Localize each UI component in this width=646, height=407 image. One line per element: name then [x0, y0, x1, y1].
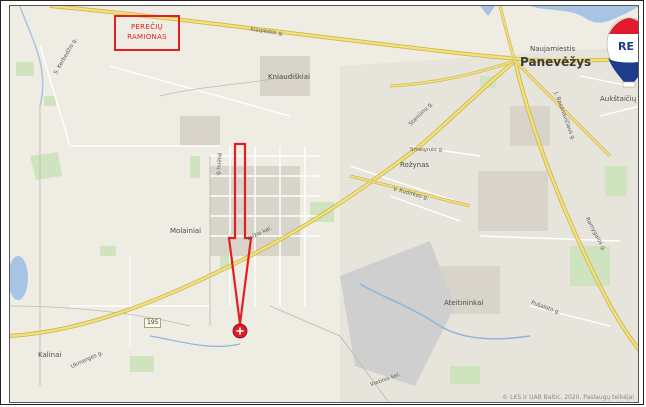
- map-canvas[interactable]: PEREČIŲ RAMIONAS Panevėžys Naujamiestis …: [9, 5, 639, 403]
- secondary-roads: [10, 75, 390, 402]
- district-label: Kalinai: [38, 351, 62, 359]
- map-graphics: [10, 6, 638, 402]
- area-label-line-1: PEREČIŲ: [130, 23, 164, 31]
- location-arrow: [227, 142, 253, 325]
- street-label: Smėlynės g.: [410, 147, 444, 153]
- industrial-area: [340, 241, 455, 386]
- location-marker-icon[interactable]: [232, 323, 248, 339]
- minor-streets: [39, 45, 638, 346]
- district-label: Aukštaičių: [600, 95, 637, 103]
- svg-text:RE: RE: [618, 40, 634, 53]
- main-roads: [10, 6, 638, 352]
- district-label: Naujamiestis: [530, 45, 576, 53]
- district-label: Molainiai: [170, 227, 202, 235]
- city-label: Panevėžys: [520, 55, 592, 69]
- district-label: Kniaudiškiai: [268, 73, 310, 81]
- water: [10, 6, 638, 300]
- remax-balloon-logo-icon: RE: [606, 17, 638, 88]
- road-number-badge: 195: [144, 318, 162, 328]
- area-annotation-box: PEREČIŲ RAMIONAS: [114, 15, 180, 51]
- area-label-line-2: RAMIONAS: [127, 33, 167, 41]
- district-label: Rožynas: [400, 161, 430, 169]
- street-label: Pilėnų g.: [215, 152, 222, 177]
- district-label: Ateitininkai: [444, 299, 484, 307]
- map-copyright: © LKS ir UAB Baltic, 2020, Paslaugų teik…: [502, 394, 634, 401]
- park-areas: [16, 62, 627, 384]
